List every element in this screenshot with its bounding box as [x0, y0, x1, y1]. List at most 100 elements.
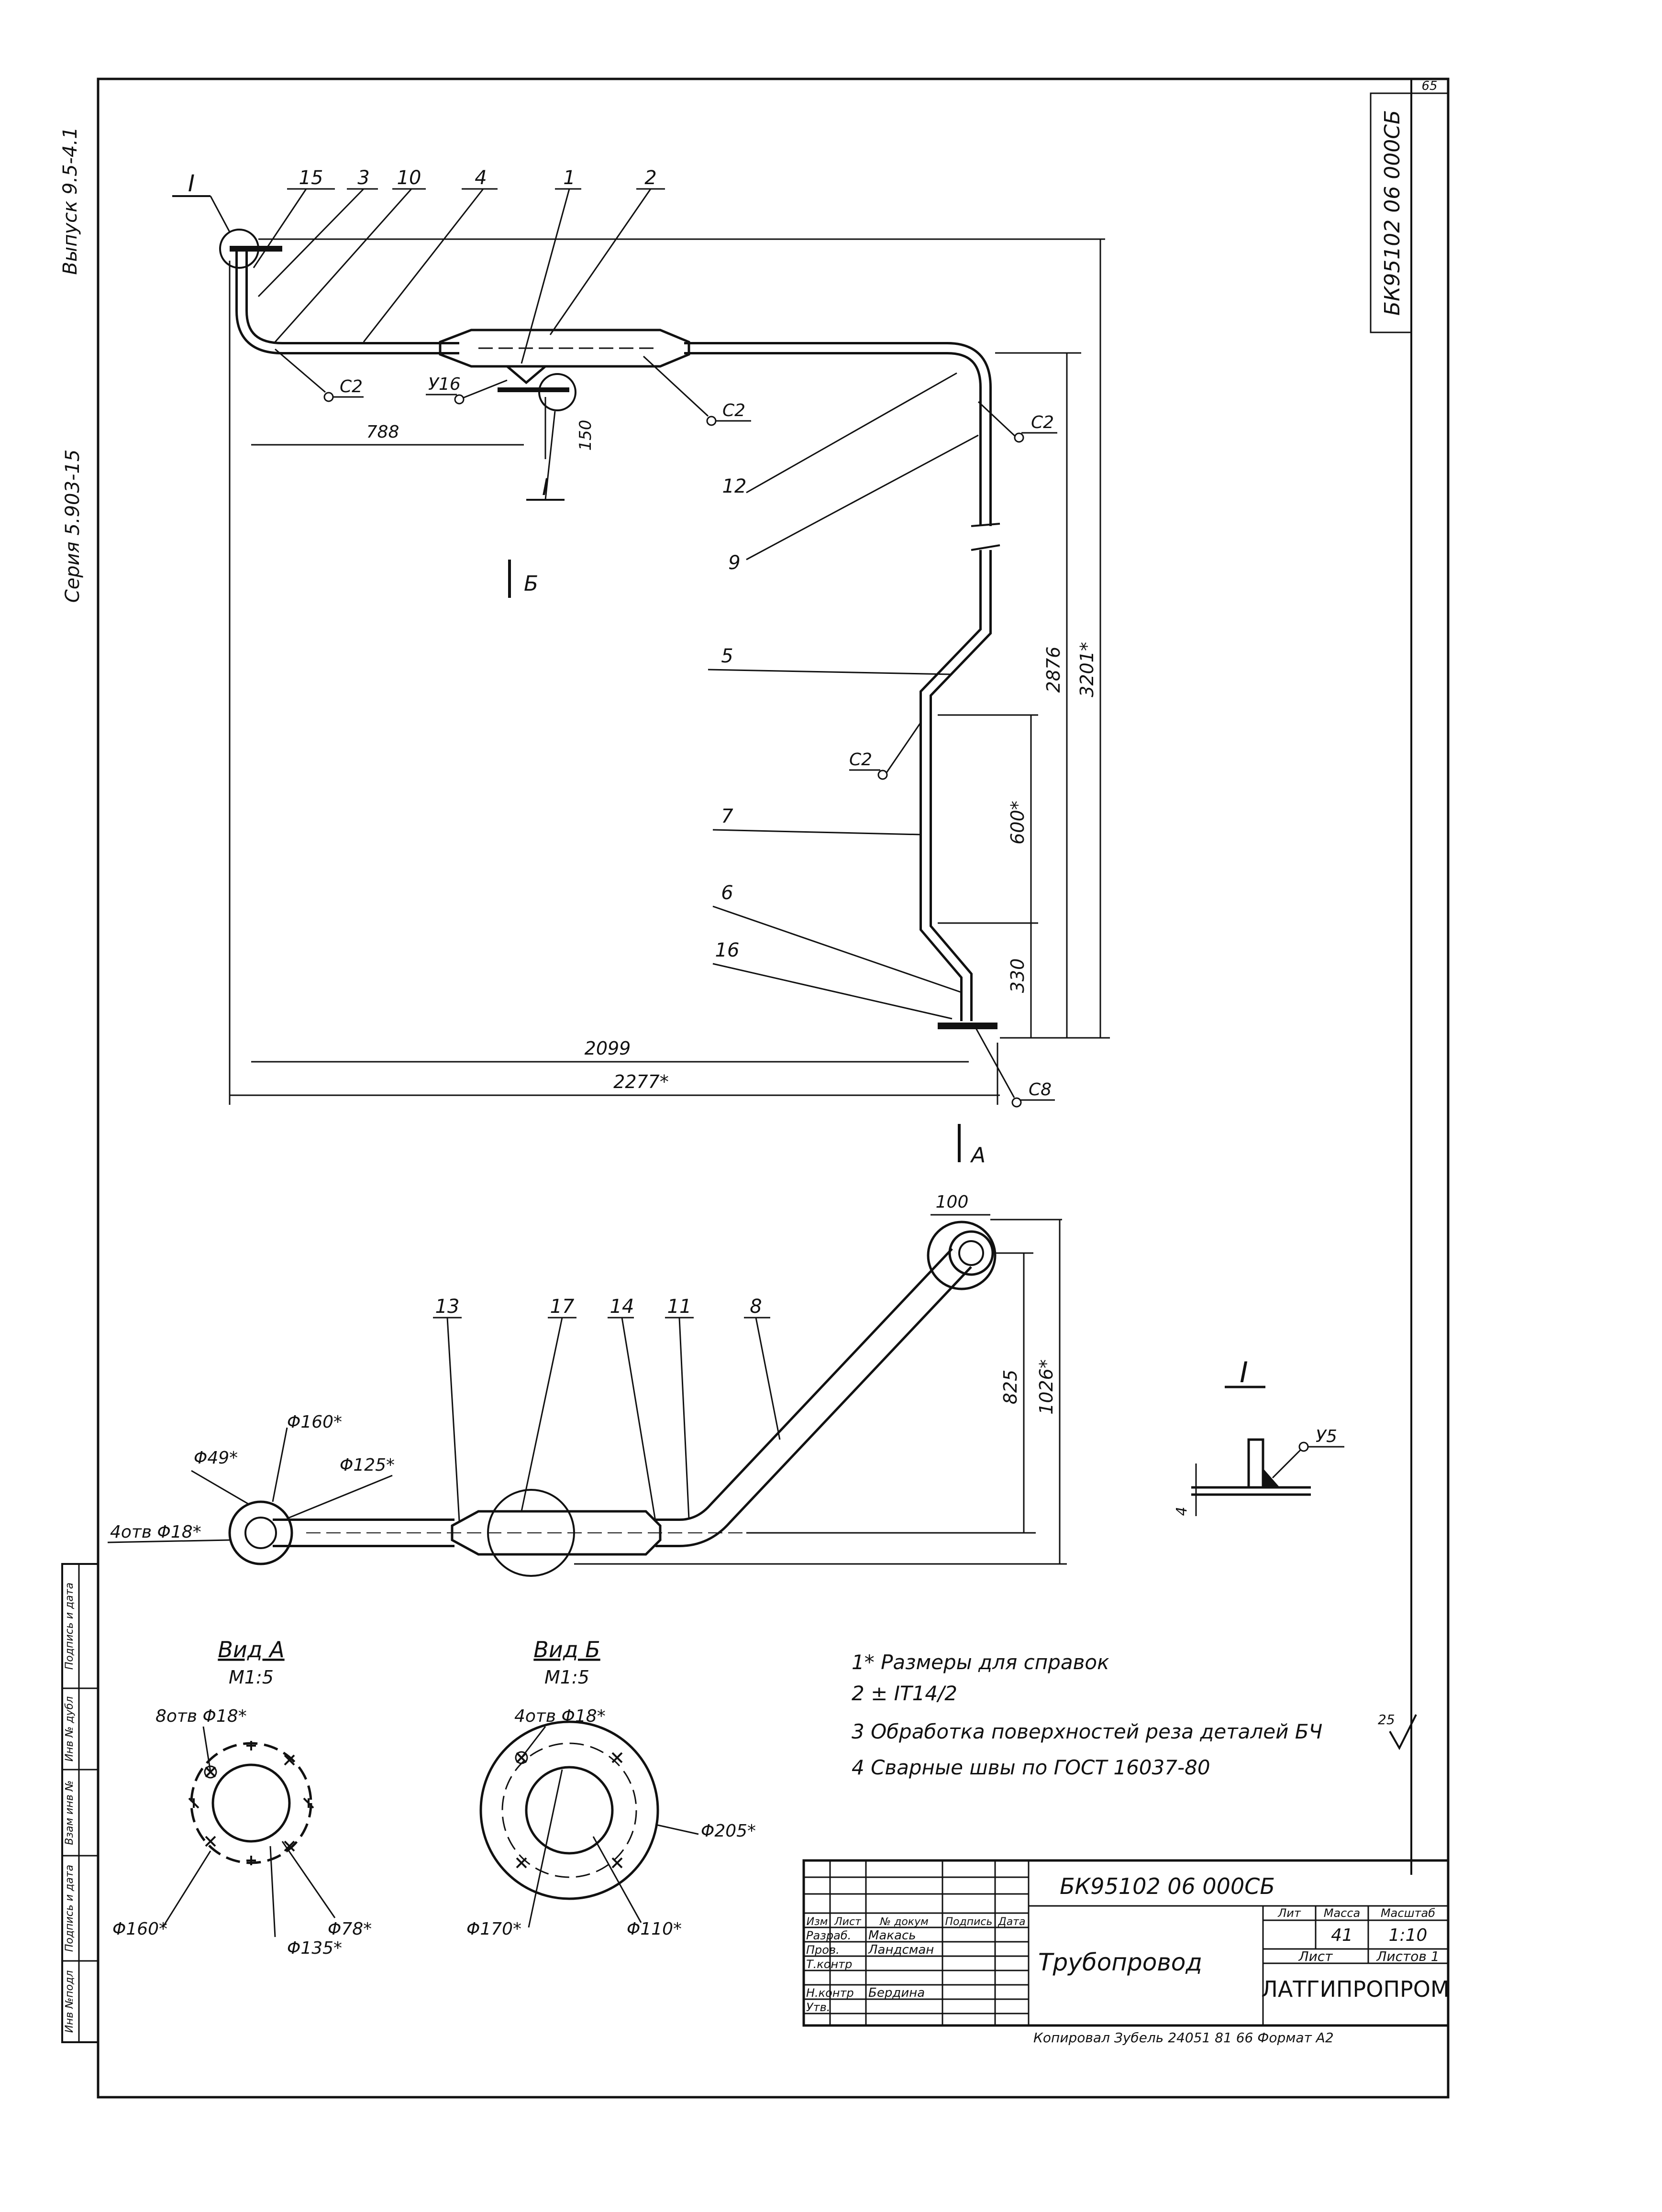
notes: 1* Размеры для справок 2 ± IT14/2 3 Обра…: [852, 1651, 1417, 1779]
pipeline-top-inner: [238, 249, 989, 1021]
title-block: БК95102 06 000СБ Трубопровод Изм Лист № …: [802, 1859, 1450, 2046]
dim-3201: 3201*: [1076, 642, 1097, 697]
view-A-holes: [188, 1741, 314, 1865]
tb-header-date: Дата: [998, 1916, 1026, 1928]
plan-callout-13: 13: [435, 1296, 460, 1318]
title-block-grid: [804, 1860, 1448, 2025]
view-B-holes: [516, 1752, 623, 1869]
dim-600: 600*: [1007, 801, 1028, 845]
detail-I-title: I: [1240, 1356, 1248, 1389]
view-B-d205: Φ205*: [701, 1821, 756, 1841]
weld-label-1: С2: [340, 377, 363, 396]
view-A-d160: Φ160*: [112, 1919, 167, 1939]
weld-label-c8: С8: [1029, 1080, 1052, 1100]
tb-header-doc: № докум: [879, 1916, 928, 1928]
tb-org: ЛАТГИПРОПРОМ: [1261, 1976, 1449, 2002]
code-box: [1370, 92, 1412, 333]
tb-name-3: Бердина: [868, 1986, 925, 2000]
view-B: Вид Б М1:5 4отв Φ18* Φ205* Φ170* Φ110*: [466, 1637, 756, 1939]
callout-9: 9: [728, 552, 740, 574]
callout-7: 7: [721, 805, 733, 827]
callout-1: 1: [563, 167, 575, 189]
note-3: 3 Обработка поверхностей реза деталей БЧ: [852, 1720, 1322, 1743]
view-marker-B: Б: [524, 572, 538, 596]
dim-788: 788: [366, 422, 399, 442]
dim-1026: 1026*: [1036, 1359, 1057, 1415]
plan-callout-11: 11: [667, 1296, 692, 1318]
tb-mass-header: Масса: [1324, 1906, 1361, 1920]
dim-150: 150: [576, 420, 595, 451]
dim-100: 100: [936, 1192, 969, 1212]
section-mark-I-bottom: I: [542, 474, 549, 501]
detail-circle-I: [538, 373, 576, 411]
tee-branch: [506, 365, 546, 385]
view-A-title: Вид А: [218, 1637, 284, 1662]
page-number: 65: [1421, 79, 1437, 93]
view-A-d135: Φ135*: [287, 1938, 342, 1958]
title-block-code: БК95102 06 000СБ: [1060, 1873, 1275, 1899]
plan-label-leaders: [107, 1427, 393, 1543]
plan-flange-right-inner: [958, 1240, 984, 1266]
roughness-symbol: [1389, 1714, 1417, 1750]
plan-callout-17: 17: [550, 1296, 575, 1318]
callout-3: 3: [357, 167, 369, 189]
detail-rib: [1247, 1438, 1264, 1487]
dim-2876: 2876: [1043, 647, 1064, 693]
side-stamp-frame: [61, 1563, 99, 2043]
top-view: 788 150 2099 2277* 2876 3201* 600* 330: [172, 167, 1110, 1108]
weld-leaders: [275, 348, 1057, 1101]
side-stamp-grid: [62, 1687, 98, 1962]
side-stamp-3: Взам инв №: [64, 1780, 76, 1845]
weld-dots: [323, 392, 1024, 1108]
tb-scale-header: Масштаб: [1381, 1906, 1435, 1920]
tb-name-1: Макась: [868, 1928, 916, 1943]
tb-footer: Копировал Зубель 24051 81 66 Формат А2: [1033, 2030, 1334, 2046]
callout-12: 12: [722, 475, 747, 497]
weld-label-3: С2: [1031, 413, 1054, 432]
plan-flange-left-bore: [244, 1517, 277, 1549]
callout-10: 10: [397, 167, 421, 189]
callout-5: 5: [721, 645, 733, 667]
view-A-scale: М1:5: [229, 1667, 274, 1688]
detail-weld-fill: [1263, 1468, 1280, 1487]
side-stamp: Инв №подл Подпись и дата Взам инв № Инв …: [61, 1563, 99, 2043]
view-B-title: Вид Б: [533, 1637, 600, 1662]
detail-weld-leader: [1272, 1448, 1302, 1479]
callout-16: 16: [715, 939, 740, 961]
dim-825: 825: [1000, 1370, 1021, 1405]
reducer-section: [439, 329, 690, 368]
plan-reducer: [451, 1510, 662, 1556]
tb-role-tkontr: Т.контр: [806, 1958, 852, 1971]
plan-view: А 100 825 1026* 13 17: [107, 1124, 1067, 1577]
callout-2: 2: [644, 167, 656, 189]
tb-scale: 1:10: [1389, 1926, 1428, 1945]
tb-role-razrab: Разраб.: [806, 1929, 851, 1942]
pipeline-top-outer: [235, 249, 992, 1021]
section-mark-leader: [544, 411, 556, 500]
tb-mass: 41: [1331, 1926, 1353, 1945]
weld-label-4: С2: [849, 750, 872, 770]
side-stamp-1: Инв №подл: [64, 1970, 76, 2033]
callout-15: 15: [299, 167, 323, 189]
plan-phi160: Φ160*: [287, 1412, 342, 1432]
tb-header-izm: Изм: [807, 1916, 828, 1928]
view-A-holes-label: 8отв Φ18*: [155, 1706, 247, 1726]
section-mark-I-top: I: [188, 170, 195, 197]
plan-holes: 4отв Φ18*: [110, 1522, 201, 1542]
tb-role-prov: Пров.: [806, 1943, 840, 1957]
detail-I: I У5 4: [1174, 1356, 1344, 1516]
callout-4: 4: [475, 167, 487, 189]
view-A-hole-mark: [204, 1765, 217, 1779]
drawing-frame: [97, 77, 1450, 2099]
vertical-code: БК95102 06 000СБ: [1380, 110, 1405, 316]
view-A-leaders: [162, 1726, 336, 1937]
page-number-box: [1410, 78, 1449, 94]
plan-callout-14: 14: [610, 1296, 634, 1318]
detail-weld: У5: [1316, 1427, 1337, 1446]
detail-circle-I-top: [219, 229, 259, 269]
detail-dim: 4: [1174, 1507, 1190, 1516]
issue-label: Выпуск 9.5-4.1: [59, 127, 81, 275]
plan-phi125: Φ125*: [340, 1455, 395, 1475]
detail-weld-dot: [1298, 1442, 1309, 1452]
